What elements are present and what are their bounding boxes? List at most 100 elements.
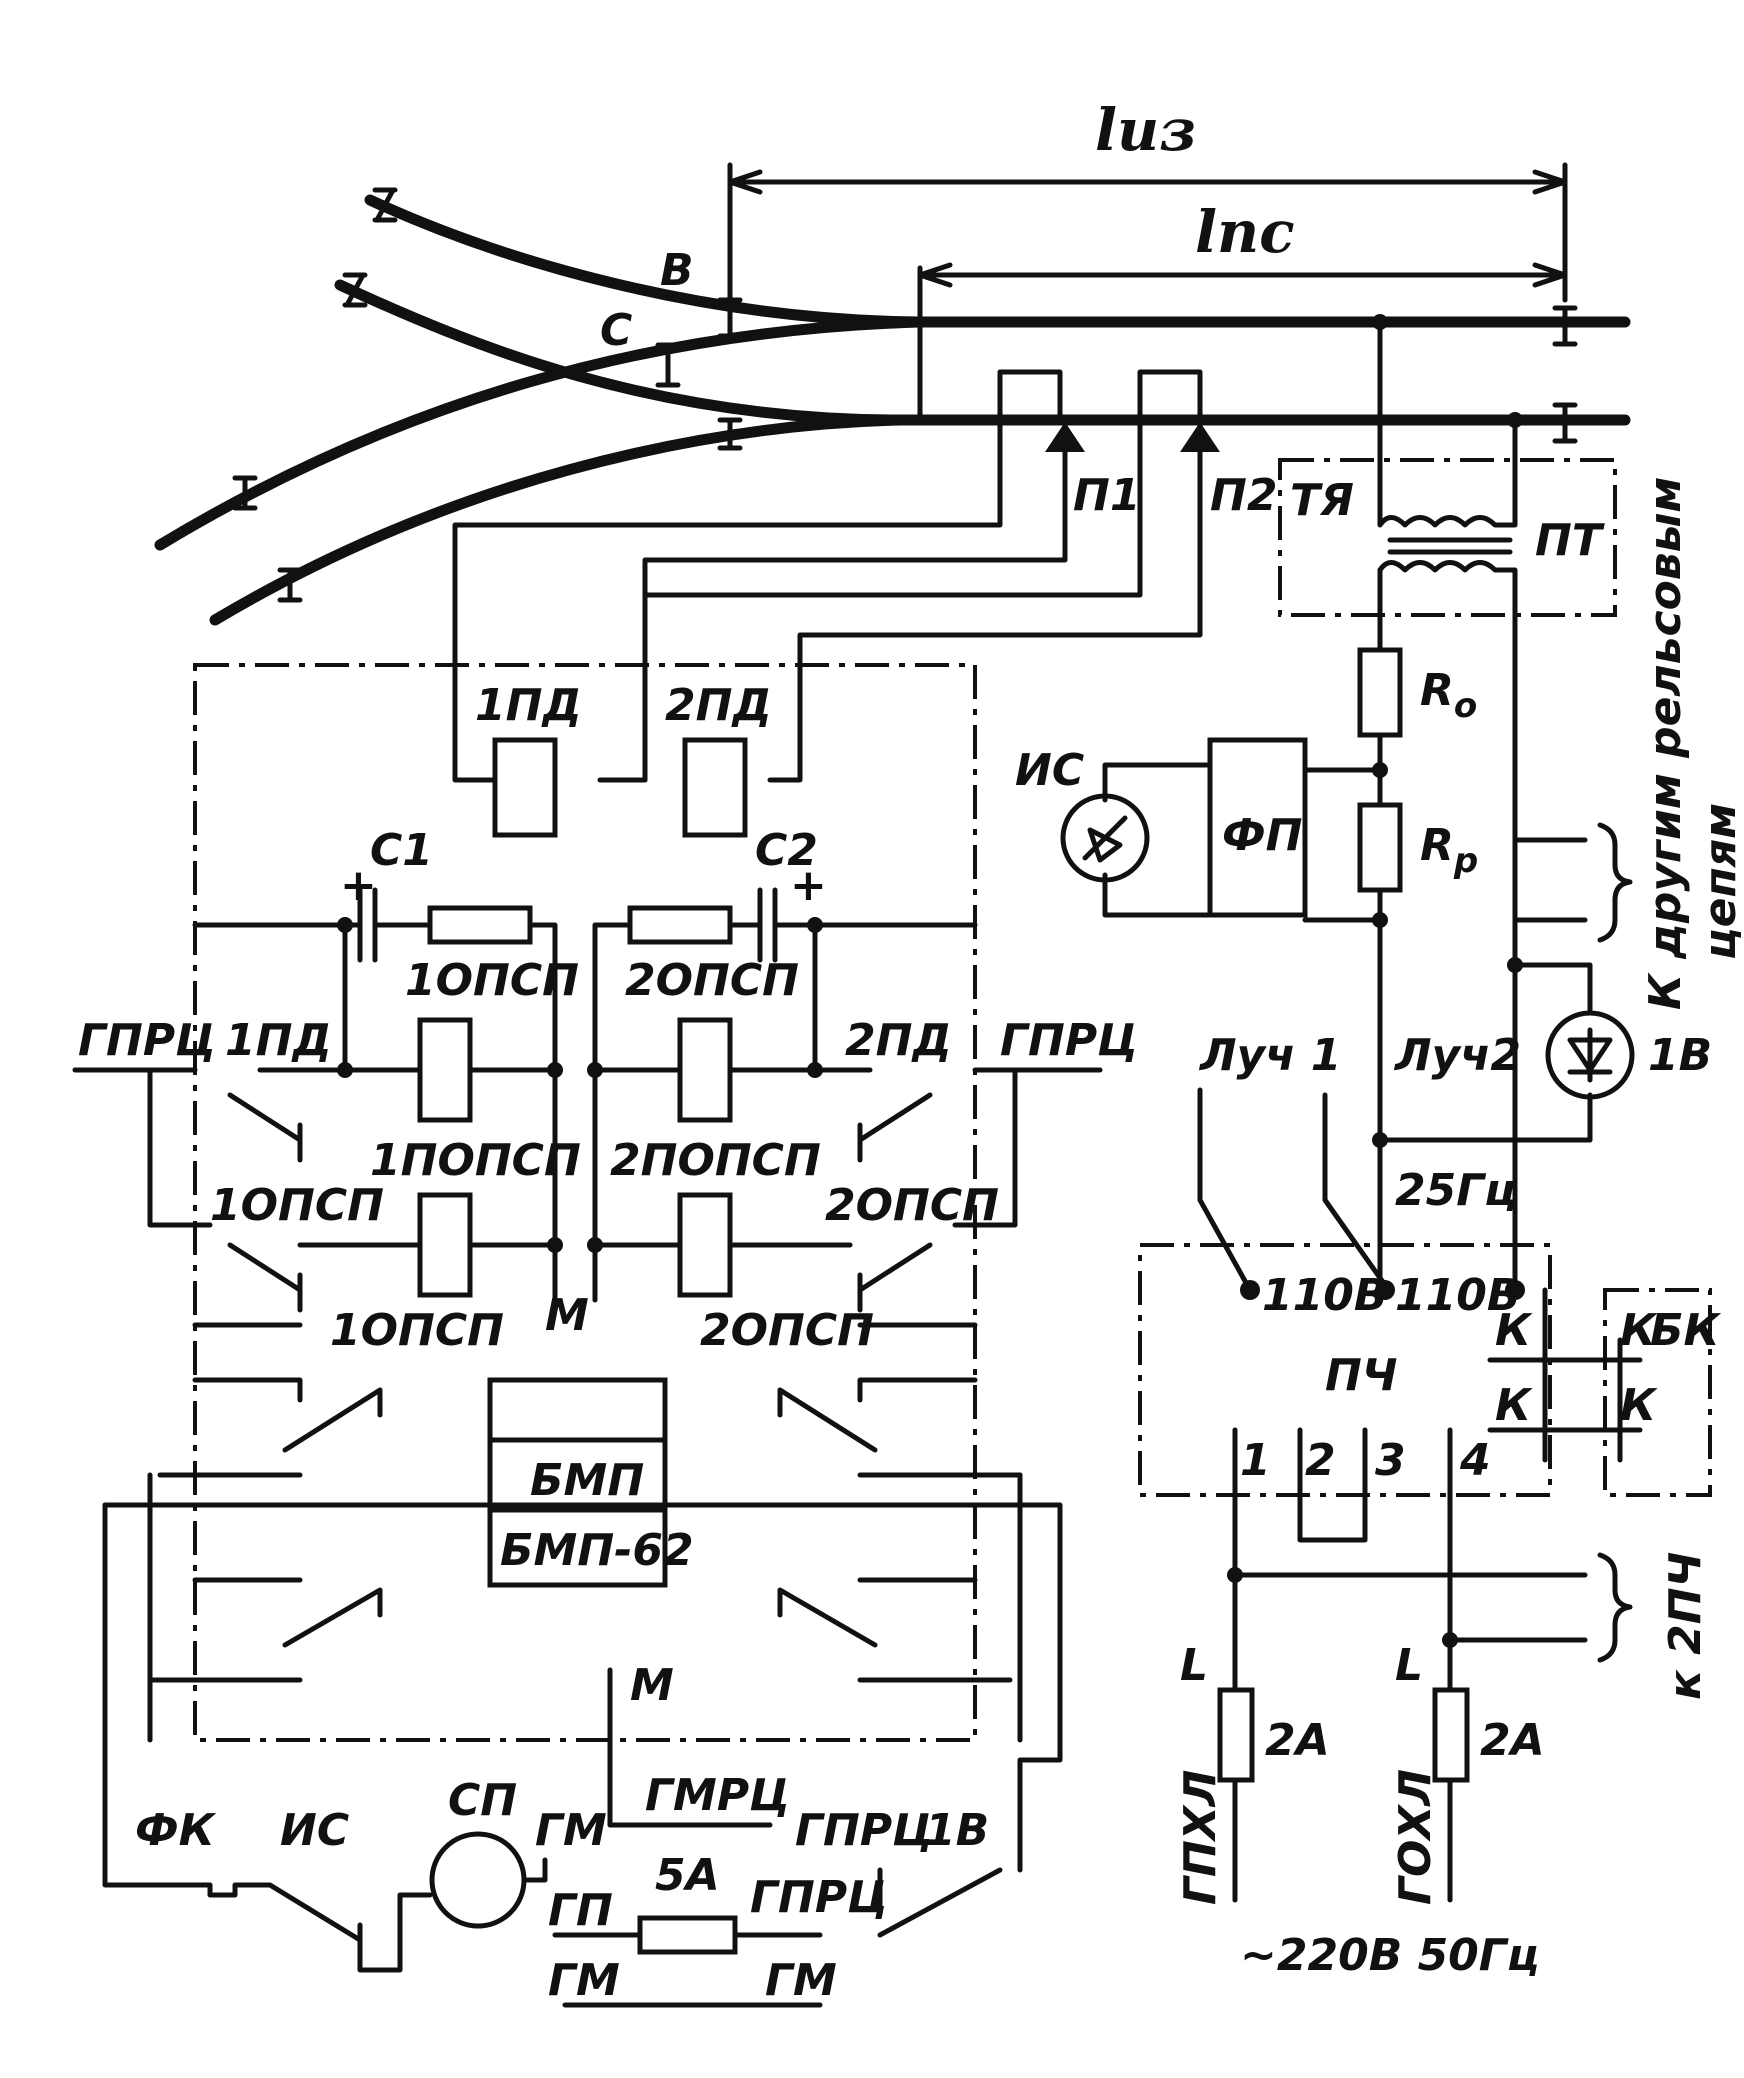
ray-2-label: Луч2 (1393, 1030, 1521, 1081)
indicator-1v-label: 1В (1648, 1030, 1712, 1081)
relay-2popsp-coil (677, 1192, 733, 1298)
relay-1opsp-coil (417, 1017, 473, 1123)
gm-label-bottom-left: ГМ (548, 1955, 620, 2006)
contact-gprc-left: ГПРЦ (78, 1015, 216, 1066)
converter-pch-frame (1138, 1243, 1552, 1497)
capacitor-c1-plus: + (340, 860, 377, 911)
insulating-joints (232, 187, 1578, 603)
dimension-l-ps: lпс (1195, 198, 1295, 266)
resistor-r0 (1357, 647, 1403, 738)
contact-2opsp-mid: 2ОПСП (700, 1305, 874, 1356)
relay-1pd-coil (492, 737, 558, 838)
relay-2opsp-coil (677, 1017, 733, 1123)
is-label: ИС (280, 1805, 349, 1856)
point-b-label: В (660, 245, 694, 296)
indicator-is-icon (1060, 793, 1150, 883)
1v-label-bottom: 1В (925, 1805, 989, 1856)
relay-1pd-label: 1ПД (475, 680, 582, 731)
fuse-2a-left-label: 2А (1265, 1715, 1330, 1766)
note-other-circuits-line1: К другим рельсовым (1640, 477, 1691, 1010)
transformer-tya-label: ТЯ (1290, 475, 1354, 526)
contact-2opsp-top: 2ОПСП (825, 1180, 999, 1231)
relay-block-frame (193, 663, 977, 1742)
resistor-2opsp (627, 905, 733, 945)
terminal-2: 2 (1305, 1435, 1336, 1486)
bk-label: БК (1650, 1305, 1722, 1356)
transformer-block-frame (1278, 458, 1617, 617)
resistor-1opsp (427, 905, 533, 945)
bk-k-label: К (1620, 1305, 1658, 1356)
capacitor-c2-label: С2 (755, 825, 818, 876)
fuse-5a (637, 1915, 738, 1955)
relay-2pd-label: 2ПД (665, 680, 772, 731)
contact-2pd-label: 2ПД (845, 1015, 952, 1066)
pch-k-label-2: К (1495, 1380, 1533, 1431)
frequency-label: 25Гц (1395, 1165, 1517, 1216)
transformer-pt-label: ПТ (1535, 515, 1605, 566)
track-layout (154, 187, 1631, 626)
track-transformer (1372, 314, 1523, 1283)
terminal-1: 1 (1240, 1435, 1271, 1486)
bmp-model: БМП-62 (500, 1525, 694, 1576)
signal-lamp-sp (429, 1831, 527, 1929)
bk-frame (1603, 1288, 1712, 1497)
relay-1opsp-label: 1ОПСП (405, 955, 579, 1006)
relay-1popsp-label: 1ПОПСП (370, 1135, 581, 1186)
pedal-p2-label: П2 (1210, 470, 1277, 521)
resistor-rp (1357, 802, 1403, 893)
dimension-lines (727, 162, 1568, 423)
bk-k-label-2: К (1620, 1380, 1658, 1431)
pch-110v-right: 110В (1395, 1270, 1520, 1321)
note-other-circuits-line2: цепям (1695, 803, 1744, 960)
fuse-l-left: L (1180, 1640, 1208, 1691)
node-m-lower: М (630, 1660, 674, 1711)
gp-label: ГП (548, 1885, 613, 1936)
fuse-2a-left (1217, 1687, 1255, 1783)
pch-110v-left: 110В (1262, 1270, 1387, 1321)
relay-2popsp-label: 2ПОПСП (610, 1135, 821, 1186)
relay-1popsp-coil (417, 1192, 473, 1298)
rail-diverging-2 (209, 414, 906, 626)
gm-label-top: ГМ (535, 1805, 607, 1856)
contact-1opsp-top: 1ОПСП (210, 1180, 384, 1231)
fuse-2a-right-label: 2А (1480, 1715, 1545, 1766)
dimension-l-iz: lиз (1095, 96, 1196, 164)
resistor-rp-label: Rр (1420, 820, 1478, 881)
fuse-l-right: L (1395, 1640, 1423, 1691)
pedal-p1-label: П1 (1073, 470, 1140, 521)
capacitor-c1-label: С1 (370, 825, 433, 876)
supply-gphl-label: ГПХЛ (1175, 1770, 1226, 1905)
fuse-2a-right (1432, 1687, 1470, 1783)
indicator-1v-icon (1545, 1010, 1635, 1100)
terminal-3: 3 (1375, 1435, 1406, 1486)
sp-label: СП (448, 1775, 517, 1826)
contact-1pd-label: 1ПД (225, 1015, 332, 1066)
contact-gmrc-label: ГМРЦ (645, 1770, 790, 1821)
gm-label-bottom-right: ГМ (765, 1955, 837, 2006)
ray-1-label: Луч 1 (1198, 1030, 1341, 1081)
supply-voltage-label: ~220В 50Гц (1240, 1930, 1539, 1981)
terminal-4: 4 (1459, 1435, 1491, 1486)
point-c-label: С (600, 305, 632, 356)
contact-gprc-right: ГПРЦ (1000, 1015, 1138, 1066)
bmp-title: БМП (530, 1455, 644, 1506)
fk-label: ФК (135, 1805, 217, 1856)
pch-k-label: К (1495, 1305, 1533, 1356)
supply-gohl-label: ГОХЛ (1390, 1769, 1441, 1905)
bmp-block (487, 1377, 668, 1588)
capacitor-c2-plus: + (790, 860, 827, 911)
node-m-upper: М (545, 1290, 589, 1341)
pedal-sensors (452, 369, 1220, 783)
gprc-label-1v: ГПРЦ (795, 1805, 933, 1856)
pch-label: ПЧ (1325, 1350, 1397, 1401)
resistor-r0-label: Rо (1420, 665, 1477, 726)
to-2pch-label: к 2ПЧ (1660, 1552, 1711, 1700)
rail-lower-branch (334, 279, 1631, 426)
contact-1opsp-mid: 1ОПСП (330, 1305, 504, 1356)
rail-upper-branch (364, 194, 1631, 328)
indicator-is-label: ИС (1015, 745, 1084, 796)
filter-fp-box (1207, 737, 1308, 918)
relay-2opsp-label: 2ОПСП (625, 955, 799, 1006)
filter-fp-label: ФП (1222, 810, 1302, 861)
